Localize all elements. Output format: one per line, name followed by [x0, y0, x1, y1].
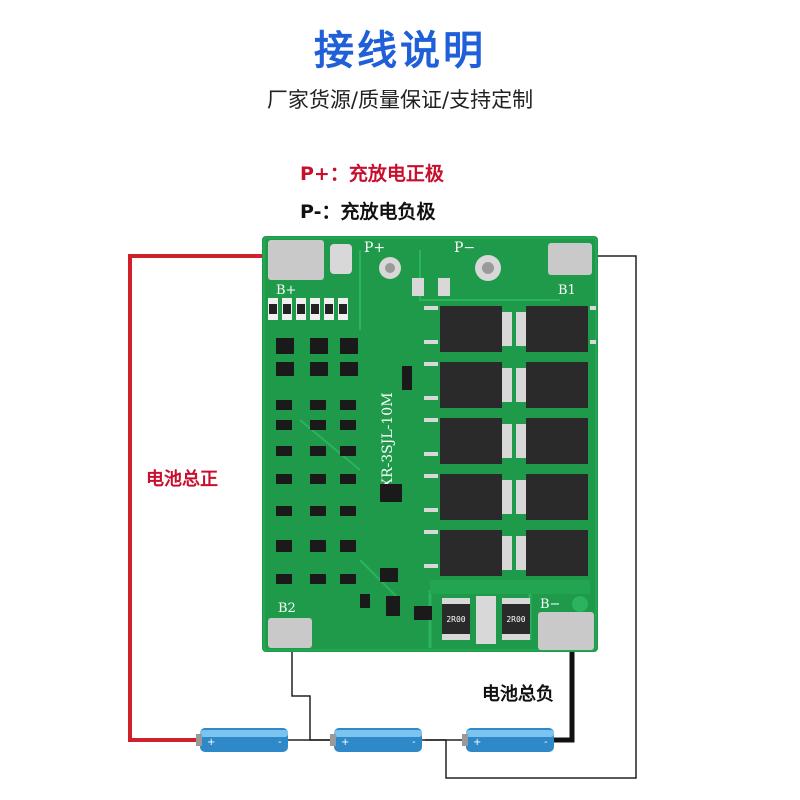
page-title: 接线说明: [314, 28, 486, 74]
b2-pad: [268, 618, 312, 648]
pad-label-b-minus: B−: [540, 597, 560, 612]
battery-cell: + -: [330, 728, 422, 752]
battery-negative-label: 电池总负: [482, 684, 554, 705]
legend-p-minus: P-：充放电负极: [300, 201, 436, 223]
cell-minus-mark: -: [412, 737, 416, 748]
sense-resistors: 2R00 2R00: [442, 596, 530, 644]
b-minus-pad: [538, 612, 594, 650]
battery-pack: + - + - + -: [196, 728, 554, 752]
pad-label-b-plus: B+: [276, 283, 296, 298]
pad-label-b1: B1: [558, 283, 576, 298]
cell-minus-mark: -: [544, 737, 548, 748]
page-subtitle: 厂家货源/质量保证/支持定制: [266, 88, 534, 112]
sense-resistor-code: 2R00: [446, 615, 465, 624]
cell-plus-mark: +: [207, 737, 215, 748]
battery-negative-wire: [548, 650, 575, 743]
battery-cell: + -: [196, 728, 288, 752]
bms-board: P+ P− B+ B1 B2 B− XR-3SJL-10M: [262, 236, 598, 652]
legend-p-plus: P+：充放电正极: [300, 163, 444, 185]
b1-pad: [548, 243, 592, 275]
p-plus-pad: [268, 240, 324, 280]
sense-resistor-code: 2R00: [506, 615, 525, 624]
resistor-array: [268, 298, 348, 320]
battery-positive-label: 电池总正: [146, 469, 218, 490]
b2-balance-wire: [291, 648, 330, 741]
battery-positive-wire: [128, 254, 280, 742]
pad-label-p-minus: P−: [454, 240, 475, 256]
battery-cell: + -: [462, 728, 554, 752]
cell-plus-mark: +: [473, 737, 481, 748]
pad-label-p-plus: P+: [364, 240, 385, 256]
pad-label-b2: B2: [278, 601, 296, 616]
cell-plus-mark: +: [341, 737, 349, 748]
board-model-label: XR-3SJL-10M: [380, 392, 396, 488]
control-ics: [276, 338, 432, 620]
cell-minus-mark: -: [278, 737, 282, 748]
mosfet-array: [424, 306, 596, 576]
